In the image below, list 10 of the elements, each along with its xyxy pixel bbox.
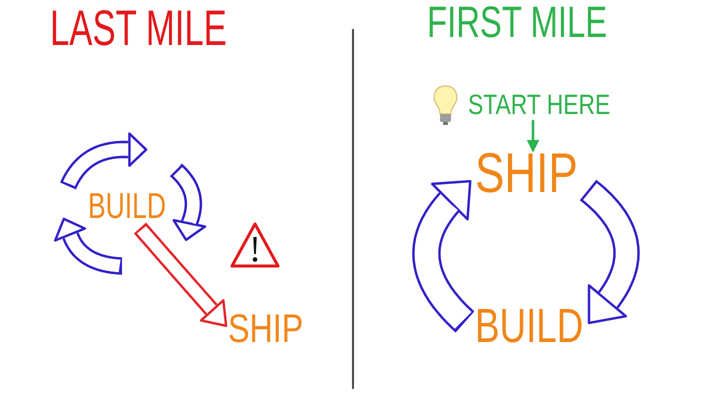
step-label: SHIP — [475, 145, 578, 201]
step-label: BUILD — [88, 188, 166, 224]
start-label: START HERE — [468, 91, 610, 119]
arrow — [526, 120, 540, 152]
step-label: BUILD — [475, 303, 584, 351]
loop-arrow — [168, 162, 206, 242]
block-arrow — [132, 220, 228, 328]
panel-heading: FIRST MILE — [427, 1, 608, 45]
step-label: SHIP — [228, 309, 304, 349]
panel-heading: LAST MILE — [50, 3, 227, 53]
